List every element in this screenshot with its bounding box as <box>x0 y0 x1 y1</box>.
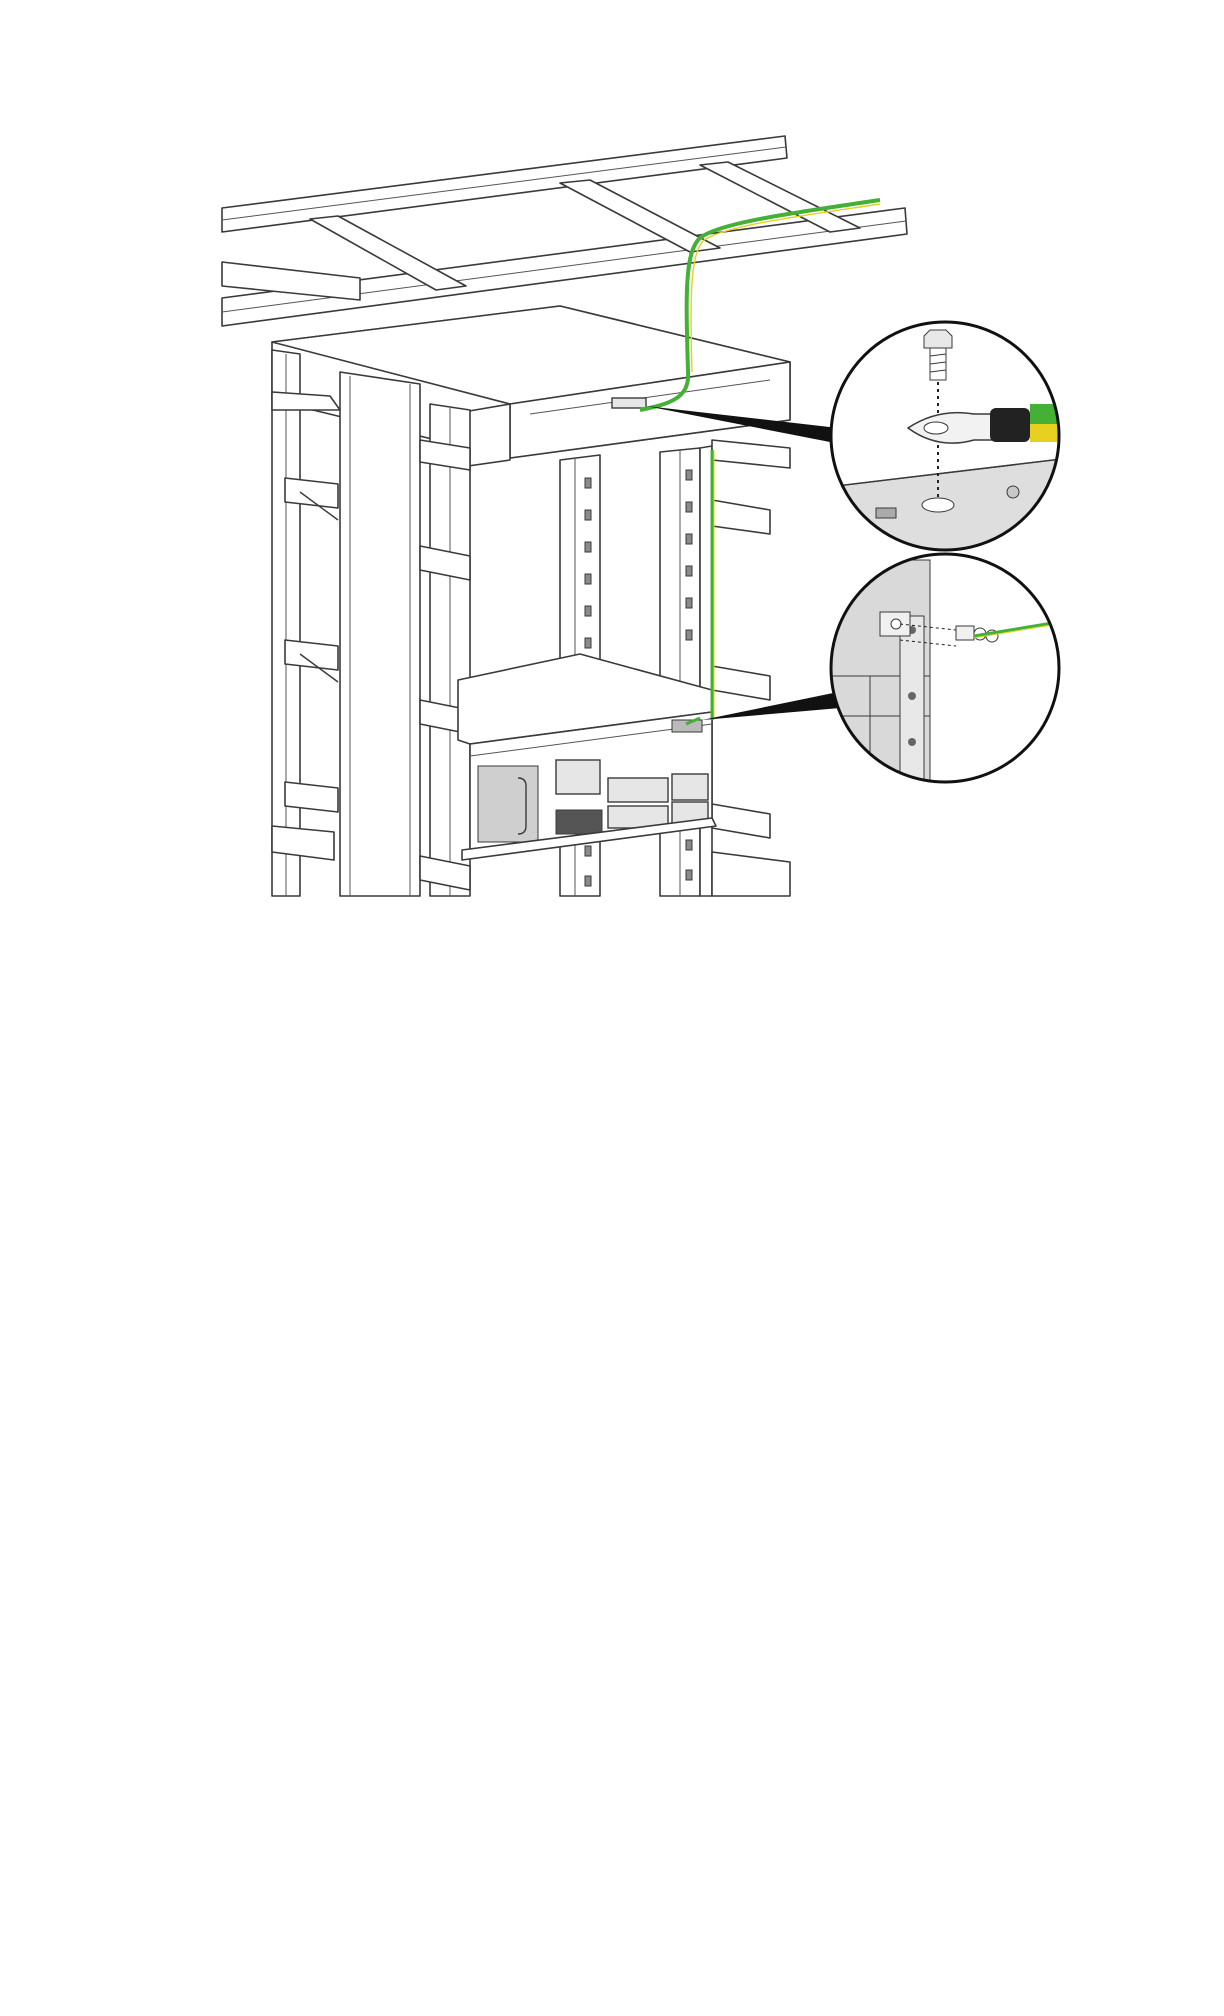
callout-top-grounding-point <box>820 322 1070 560</box>
cable-ladder <box>222 136 907 326</box>
network-device-chassis <box>458 654 716 860</box>
callout-device-grounding-point <box>820 554 1070 792</box>
rack-left-uprights <box>272 350 470 896</box>
device-ground-terminal <box>672 720 702 732</box>
fan-grille <box>478 766 538 842</box>
